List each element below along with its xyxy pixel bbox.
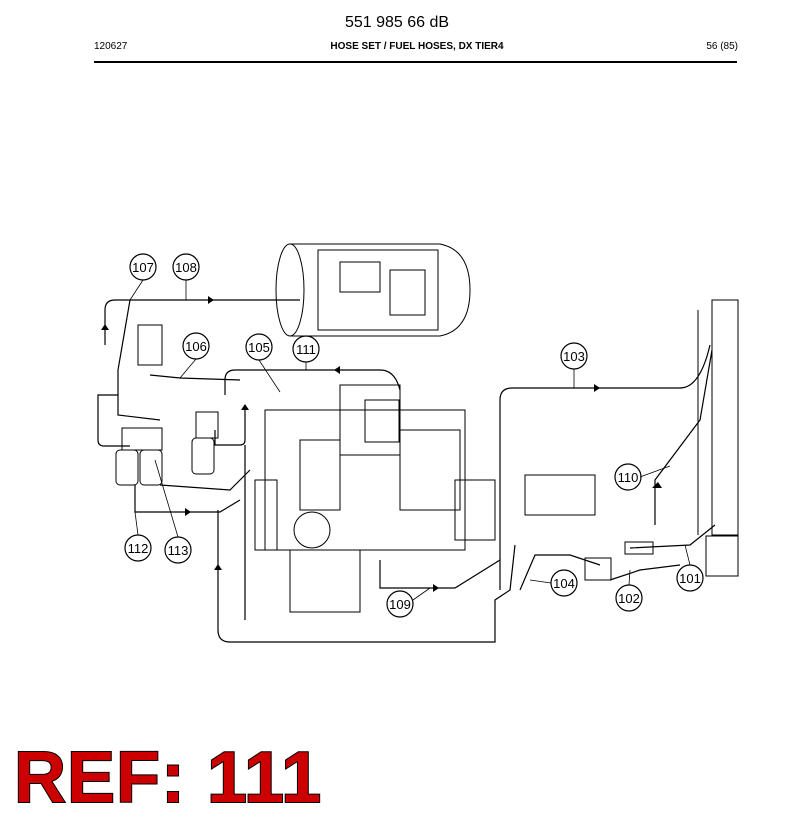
hose-108 [104, 299, 300, 345]
hose-return [217, 510, 516, 643]
callout-113: 113 [164, 536, 192, 564]
page-number: 56 (85) [706, 41, 738, 52]
fuel-pump [584, 557, 612, 581]
hose-105 [214, 410, 246, 446]
hose-113 [159, 469, 251, 491]
leader-lines [129, 279, 691, 601]
hose-lines [97, 299, 716, 643]
callout-108: 108 [172, 253, 200, 281]
fuel-filter-right [139, 449, 163, 486]
section-title: HOSE SET / FUEL HOSES, DX TIER4 [330, 41, 504, 52]
component-outlines [115, 243, 739, 613]
hose-101 [629, 524, 716, 549]
inline-filter [624, 541, 654, 555]
callout-103: 103 [560, 342, 588, 370]
hose-left-loop [97, 370, 130, 447]
svg-text:108: 108 [175, 260, 197, 275]
callout-112: 112 [124, 534, 152, 562]
svg-text:110: 110 [618, 470, 639, 485]
document-date: 120627 [94, 41, 128, 52]
hose-112 [134, 485, 241, 513]
svg-text:105: 105 [248, 340, 270, 355]
callout-109: 109 [386, 590, 414, 618]
svg-text:107: 107 [132, 260, 154, 275]
hose-110 [654, 349, 713, 525]
callout-110: 110 [614, 463, 642, 491]
header-rule [94, 61, 737, 63]
svg-text:113: 113 [168, 543, 189, 558]
aftertreatment-unit [275, 243, 305, 337]
oil-pan [289, 549, 361, 613]
water-separator [191, 437, 215, 475]
callout-101: 101 [676, 564, 704, 592]
reference-label: REF: 111 [13, 738, 323, 818]
svg-text:101: 101 [679, 571, 701, 586]
prefilter [137, 324, 163, 366]
hose-106 [149, 374, 241, 381]
hose-103 [499, 344, 711, 590]
svg-text:106: 106 [185, 339, 207, 354]
fuel-filter-left [115, 449, 139, 486]
svg-text:103: 103 [563, 349, 585, 364]
svg-text:104: 104 [553, 576, 575, 591]
svg-text:111: 111 [296, 342, 316, 357]
callout-104: 104 [550, 569, 578, 597]
hose-109 [379, 559, 501, 589]
hose-102 [609, 564, 681, 581]
svg-text:112: 112 [128, 541, 149, 556]
callout-105: 105 [245, 333, 273, 361]
callout-bubbles: 107 108 106 105 111 103 110 112 [124, 253, 704, 618]
svg-text:102: 102 [618, 591, 640, 606]
fuel-cooler [524, 474, 596, 516]
flow-arrows [101, 296, 662, 592]
hose-107 [117, 299, 131, 371]
callout-106: 106 [182, 332, 210, 360]
svg-text:109: 109 [389, 597, 411, 612]
callout-102: 102 [615, 584, 643, 612]
callout-107: 107 [129, 253, 157, 281]
callout-111: 111 [292, 335, 320, 363]
hose-111 [224, 369, 401, 395]
document-title: 551 985 66 dB [344, 14, 450, 31]
fuel-tank [711, 299, 739, 536]
